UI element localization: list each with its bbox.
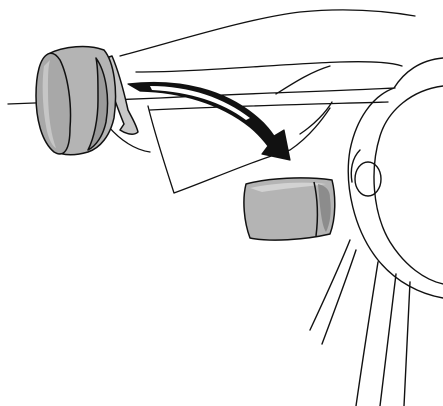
steering-column-line-1	[356, 262, 378, 406]
dash-panel-inner	[300, 102, 332, 134]
windshield-top-line	[120, 10, 415, 56]
steering-wheel-rim-outer	[348, 58, 443, 298]
dash-upper-line	[136, 62, 402, 72]
steering-wheel-rim-inner	[374, 86, 443, 284]
steering-column-line-3	[404, 282, 410, 406]
dash-lower-line	[150, 102, 388, 110]
steering-spoke-lower-2	[322, 250, 356, 344]
steering-hub-button	[355, 162, 381, 196]
speaker-unit-with-visor-clip	[36, 47, 138, 155]
mount-pad	[244, 178, 335, 240]
dash-fold-line	[276, 66, 330, 94]
steering-column-line-2	[380, 274, 396, 406]
